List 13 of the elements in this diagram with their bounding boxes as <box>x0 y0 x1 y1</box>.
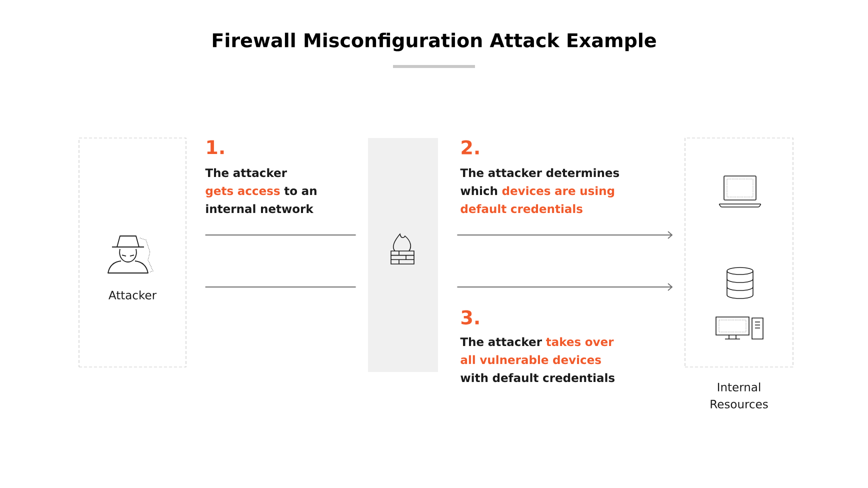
step-number: 2. <box>462 140 479 154</box>
resources-panel: Internal Resources <box>684 138 794 408</box>
step-number: 1. <box>207 140 224 154</box>
title: Firewall Misconfiguration Attack Example <box>212 32 656 52</box>
step-description: The attacker determines which devices are using default credentials <box>460 168 620 214</box>
step-description: The attacker gets access to an internal network <box>205 168 316 214</box>
node-label: Internal Resources <box>710 382 768 408</box>
attacker-panel: Attacker <box>78 138 186 368</box>
step-number: 3. <box>461 310 479 325</box>
arrow <box>456 231 673 239</box>
step-description: The attacker takes over all vulnerable devices with default credentials <box>460 337 614 382</box>
arrow <box>456 283 673 291</box>
firewall-band <box>368 138 438 372</box>
